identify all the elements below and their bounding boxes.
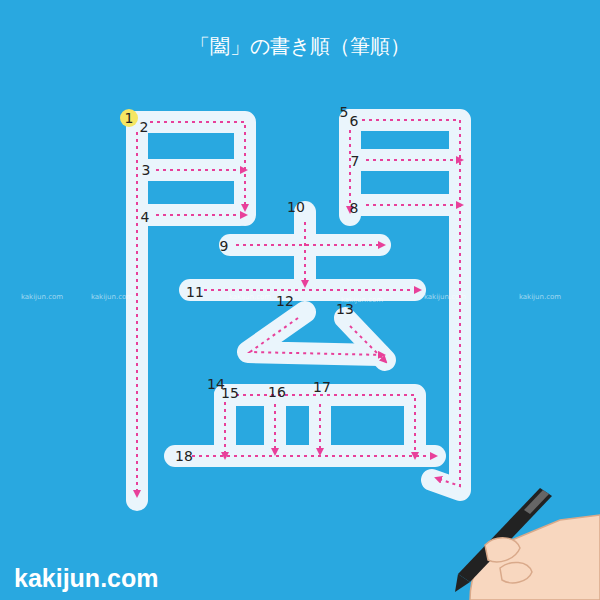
stroke-number: 6 — [350, 114, 359, 128]
stroke-number: 18 — [175, 449, 193, 463]
stroke-number: 4 — [141, 210, 150, 224]
stroke-number: 9 — [220, 239, 229, 253]
stroke-number: 1 — [125, 111, 134, 125]
stroke-number: 7 — [351, 154, 360, 168]
watermark: kakijun.com — [424, 294, 466, 301]
stroke-number: 11 — [186, 285, 204, 299]
stroke-arrows — [137, 120, 462, 496]
watermark: kakijun.com — [229, 294, 271, 301]
kanji-strokes — [137, 120, 460, 500]
stroke-number: 17 — [313, 380, 331, 394]
start-dot — [120, 109, 138, 127]
stroke-number: 5 — [340, 105, 349, 119]
stroke-number: 3 — [142, 163, 151, 177]
stroke-number: 15 — [221, 386, 239, 400]
site-logo: kakijun.com — [14, 566, 159, 591]
stroke-number: 8 — [350, 201, 359, 215]
watermark: kakijun.com — [21, 294, 63, 301]
watermark: kakijun.com — [91, 294, 133, 301]
watermark: kakijun.com — [519, 294, 561, 301]
stroke-number: 16 — [268, 385, 286, 399]
stroke-number: 2 — [140, 120, 149, 134]
stroke-number: 12 — [276, 294, 294, 308]
chart-title: 「闔」の書き順（筆順） — [190, 36, 410, 56]
stroke-number: 13 — [336, 302, 354, 316]
watermark: kakijun.com — [341, 297, 383, 304]
stroke-number: 10 — [287, 200, 305, 214]
hand-illustration — [455, 488, 600, 600]
